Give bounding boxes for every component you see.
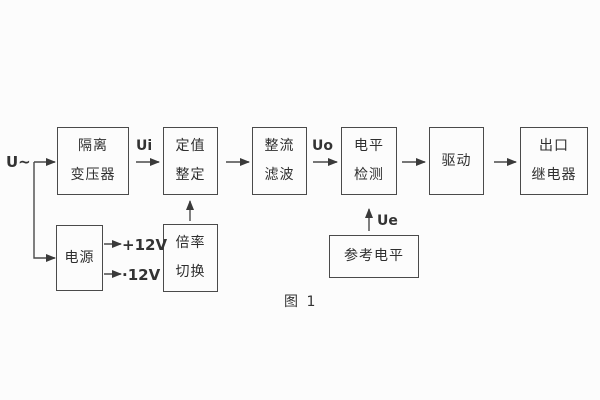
block-label: 电源	[64, 249, 95, 266]
block-label: 变压器	[70, 167, 116, 183]
block-label: 参考电平	[344, 248, 404, 264]
block-label: 倍率	[175, 235, 206, 251]
block-label: 切换	[175, 264, 206, 280]
power-rail-positive-label: +12V	[122, 236, 168, 254]
input-voltage-label: U~	[6, 153, 31, 171]
block-level-detect: 电平 检测	[341, 127, 397, 195]
signal-ui-label: Ui	[136, 138, 153, 154]
block-label: 出口	[539, 138, 569, 154]
block-label: 整流	[264, 138, 295, 154]
block-power-supply: 电源	[56, 225, 103, 291]
block-driver: 驱动	[429, 127, 484, 195]
arrow-input-to-power	[33, 162, 56, 262]
block-isolation-transformer: 隔离 变压器	[57, 127, 129, 195]
block-label: 检测	[354, 167, 384, 183]
block-setting-adjust: 定值 整定	[163, 127, 218, 195]
figure-caption: 图 1	[284, 294, 318, 310]
block-label: 滤波	[264, 167, 295, 183]
block-label: 定值	[175, 138, 206, 154]
block-label: 整定	[175, 167, 206, 183]
block-reference-level: 参考电平	[329, 235, 419, 278]
block-rectifier-filter: 整流 滤波	[252, 127, 307, 195]
signal-ue-label: Ue	[377, 213, 398, 229]
block-label: 继电器	[531, 167, 577, 183]
power-rail-negative-label: ·12V	[122, 266, 161, 284]
block-label: 隔离	[78, 138, 108, 154]
signal-uo-label: Uo	[312, 138, 333, 154]
block-label: 电平	[354, 138, 384, 154]
block-label: 驱动	[441, 152, 472, 169]
block-ratio-switch: 倍率 切换	[163, 224, 218, 292]
block-output-relay: 出口 继电器	[520, 127, 588, 195]
